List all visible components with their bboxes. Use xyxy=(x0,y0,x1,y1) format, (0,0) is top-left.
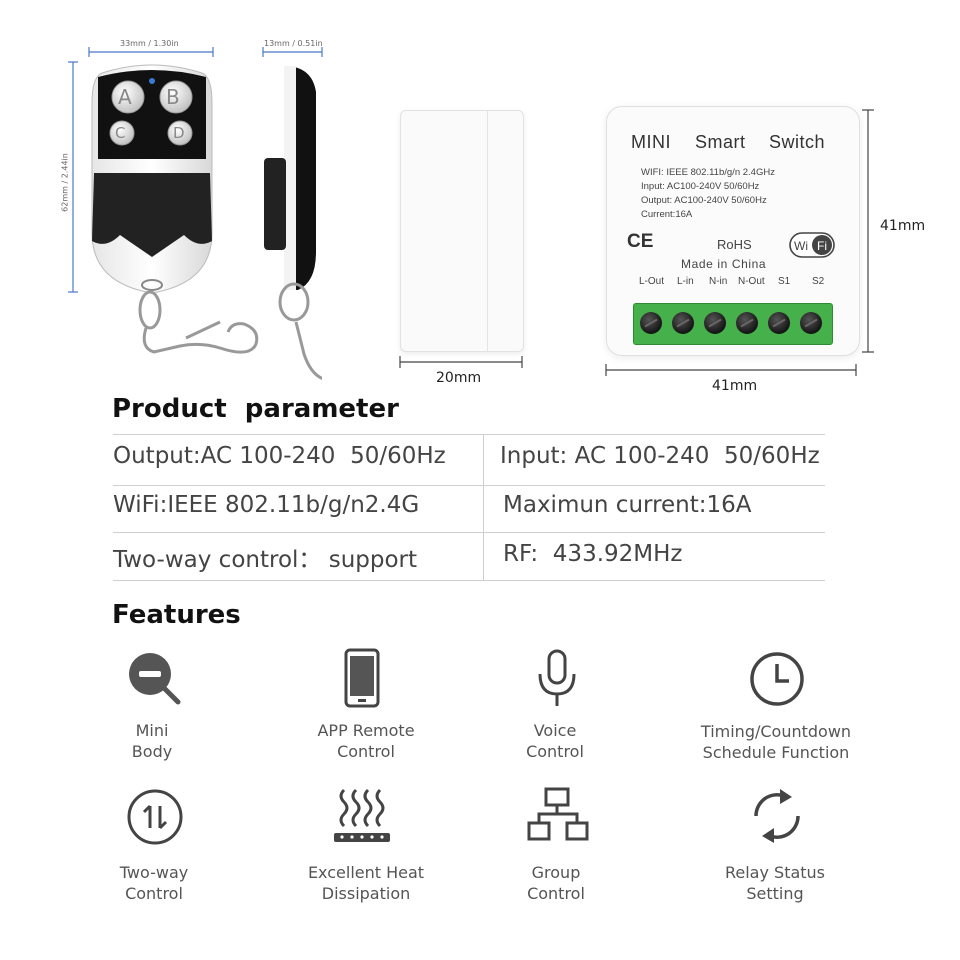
terminal-screw xyxy=(736,312,758,334)
module-spec-current: Current:16A xyxy=(641,209,693,220)
terminal-label-n-out: N-Out xyxy=(738,276,765,287)
remote-thickness-label: 13mm / 0.51in xyxy=(264,39,323,48)
module-title-smart: Smart xyxy=(695,132,746,152)
feature-label-timing: Timing/Countdown Schedule Function xyxy=(700,722,852,762)
module-width-label: 41mm xyxy=(712,378,758,394)
module-front-image: MINI Smart Switch WIFI: IEEE 802.11b/g/n… xyxy=(606,106,860,356)
sync-arrows-icon xyxy=(754,789,800,843)
module-title-mini: MINI xyxy=(631,132,671,152)
terminal-screw xyxy=(704,312,726,334)
feature-label-relay: Relay Status Setting xyxy=(724,863,826,903)
remote-button-c: C xyxy=(115,124,126,142)
module-spec-wifi: WIFI: IEEE 802.11b/g/n 2.4GHz xyxy=(641,167,775,178)
rohs-mark: RoHS xyxy=(717,237,752,252)
module-spec-output: Output: AC100-240V 50/60Hz xyxy=(641,195,767,206)
remote-front-image xyxy=(91,64,213,294)
parameter-table: Output:AC 100-240 50/60Hz Input: AC 100-… xyxy=(113,434,825,581)
param-two-way: Two-way control： support xyxy=(113,547,418,573)
feature-label-mini-body: Mini Body xyxy=(131,721,173,761)
feature-label-group: Group Control xyxy=(527,863,585,903)
keyring-image xyxy=(138,290,259,354)
remote-side-image xyxy=(264,66,322,380)
remote-height-label: 62mm / 2.44in xyxy=(60,153,70,212)
terminal-label-s2: S2 xyxy=(812,276,825,287)
param-input: Input: AC 100-240 50/60Hz xyxy=(500,443,820,469)
made-in-label: Made in China xyxy=(681,257,767,271)
module-title-switch: Switch xyxy=(769,132,826,152)
param-output: Output:AC 100-240 50/60Hz xyxy=(113,443,446,469)
dimension-lines xyxy=(68,47,874,376)
heat-waves-icon xyxy=(334,788,390,842)
param-current: Maximun current:16A xyxy=(503,492,752,518)
module-side-image xyxy=(400,110,524,352)
wifi-badge-fi: Fi xyxy=(817,239,827,253)
network-group-icon xyxy=(527,787,589,841)
product-parameter-heading: Product parameter xyxy=(112,394,399,424)
smartphone-icon xyxy=(344,648,380,708)
microphone-icon xyxy=(538,649,576,706)
param-rf: RF: 433.92MHz xyxy=(503,541,683,567)
terminal-label-s1: S1 xyxy=(778,276,791,287)
feature-label-app-remote: APP Remote Control xyxy=(317,721,415,761)
feature-label-two-way: Two-way Control xyxy=(119,863,189,903)
remote-button-d: D xyxy=(173,124,185,142)
feature-label-heat: Excellent Heat Dissipation xyxy=(307,863,425,903)
terminal-block xyxy=(633,303,833,345)
terminal-screw xyxy=(800,312,822,334)
terminal-screw xyxy=(768,312,790,334)
module-height-label: 41mm xyxy=(880,218,926,234)
feature-label-voice: Voice Control xyxy=(526,721,584,761)
clock-icon xyxy=(750,652,804,706)
ce-mark: CE xyxy=(627,231,654,252)
features-heading: Features xyxy=(112,600,241,630)
wifi-badge-wi: Wi xyxy=(794,239,808,253)
param-wifi: WiFi:IEEE 802.11b/g/n2.4G xyxy=(113,492,420,518)
wifi-logo-icon: Wi Fi xyxy=(789,232,835,258)
remote-button-b: B xyxy=(166,85,180,109)
terminal-label-l-in: L-in xyxy=(677,276,694,287)
remote-width-label: 33mm / 1.30in xyxy=(120,39,179,48)
terminal-label-l-out: L-Out xyxy=(639,276,665,287)
terminal-screw xyxy=(672,312,694,334)
two-way-arrows-icon xyxy=(127,789,183,845)
module-depth-label: 20mm xyxy=(436,370,482,386)
terminal-label-n-in: N-in xyxy=(709,276,728,287)
module-spec-input: Input: AC100-240V 50/60Hz xyxy=(641,181,760,192)
terminal-screw xyxy=(640,312,662,334)
zoom-out-icon xyxy=(129,653,181,705)
remote-button-a: A xyxy=(118,85,132,109)
